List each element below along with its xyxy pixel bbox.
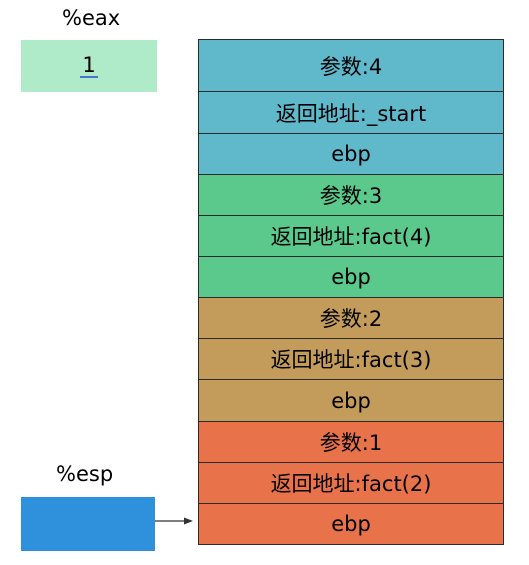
stack-cell-label: 参数:2: [319, 307, 383, 331]
stack-return-address-cell: 返回地址:_start: [198, 91, 504, 134]
stack-cell-label: 参数:3: [319, 184, 383, 208]
stack-cell-label: 返回地址:_start: [275, 101, 427, 126]
stack-cell-label: ebp: [331, 265, 371, 289]
stack-param-cell: 参数:2: [198, 297, 504, 339]
stack-cell-label: 参数:4: [319, 54, 383, 79]
stack-param-cell: 参数:4: [198, 39, 504, 92]
esp-register-label: %esp: [56, 462, 114, 486]
stack-saved-ebp-cell: ebp: [198, 503, 504, 545]
stack-saved-ebp-cell: ebp: [198, 133, 504, 175]
eax-register-value: 1: [80, 52, 98, 78]
stack-cell-label: 返回地址:fact(3): [270, 348, 432, 372]
stack-cell-label: 返回地址:fact(2): [270, 472, 432, 496]
stack-return-address-cell: 返回地址:fact(3): [198, 338, 504, 380]
stack-return-address-cell: 返回地址:fact(2): [198, 462, 504, 504]
stack-cell-label: 参数:1: [319, 431, 383, 455]
eax-register-label: %eax: [62, 6, 121, 30]
stack-return-address-cell: 返回地址:fact(4): [198, 215, 504, 257]
stack-cell-label: ebp: [331, 388, 371, 413]
stack-cell-label: ebp: [331, 142, 371, 166]
stack-saved-ebp-cell: ebp: [198, 379, 504, 422]
stack-cell-label: 返回地址:fact(4): [270, 225, 432, 249]
stack-saved-ebp-cell: ebp: [198, 256, 504, 298]
esp-pointer-arrow-icon: [155, 517, 193, 525]
stack-param-cell: 参数:1: [198, 421, 504, 463]
stack-param-cell: 参数:3: [198, 174, 504, 216]
esp-register-box: [21, 497, 155, 551]
eax-register-box: 1: [21, 40, 157, 92]
stack-cell-label: ebp: [331, 512, 371, 536]
